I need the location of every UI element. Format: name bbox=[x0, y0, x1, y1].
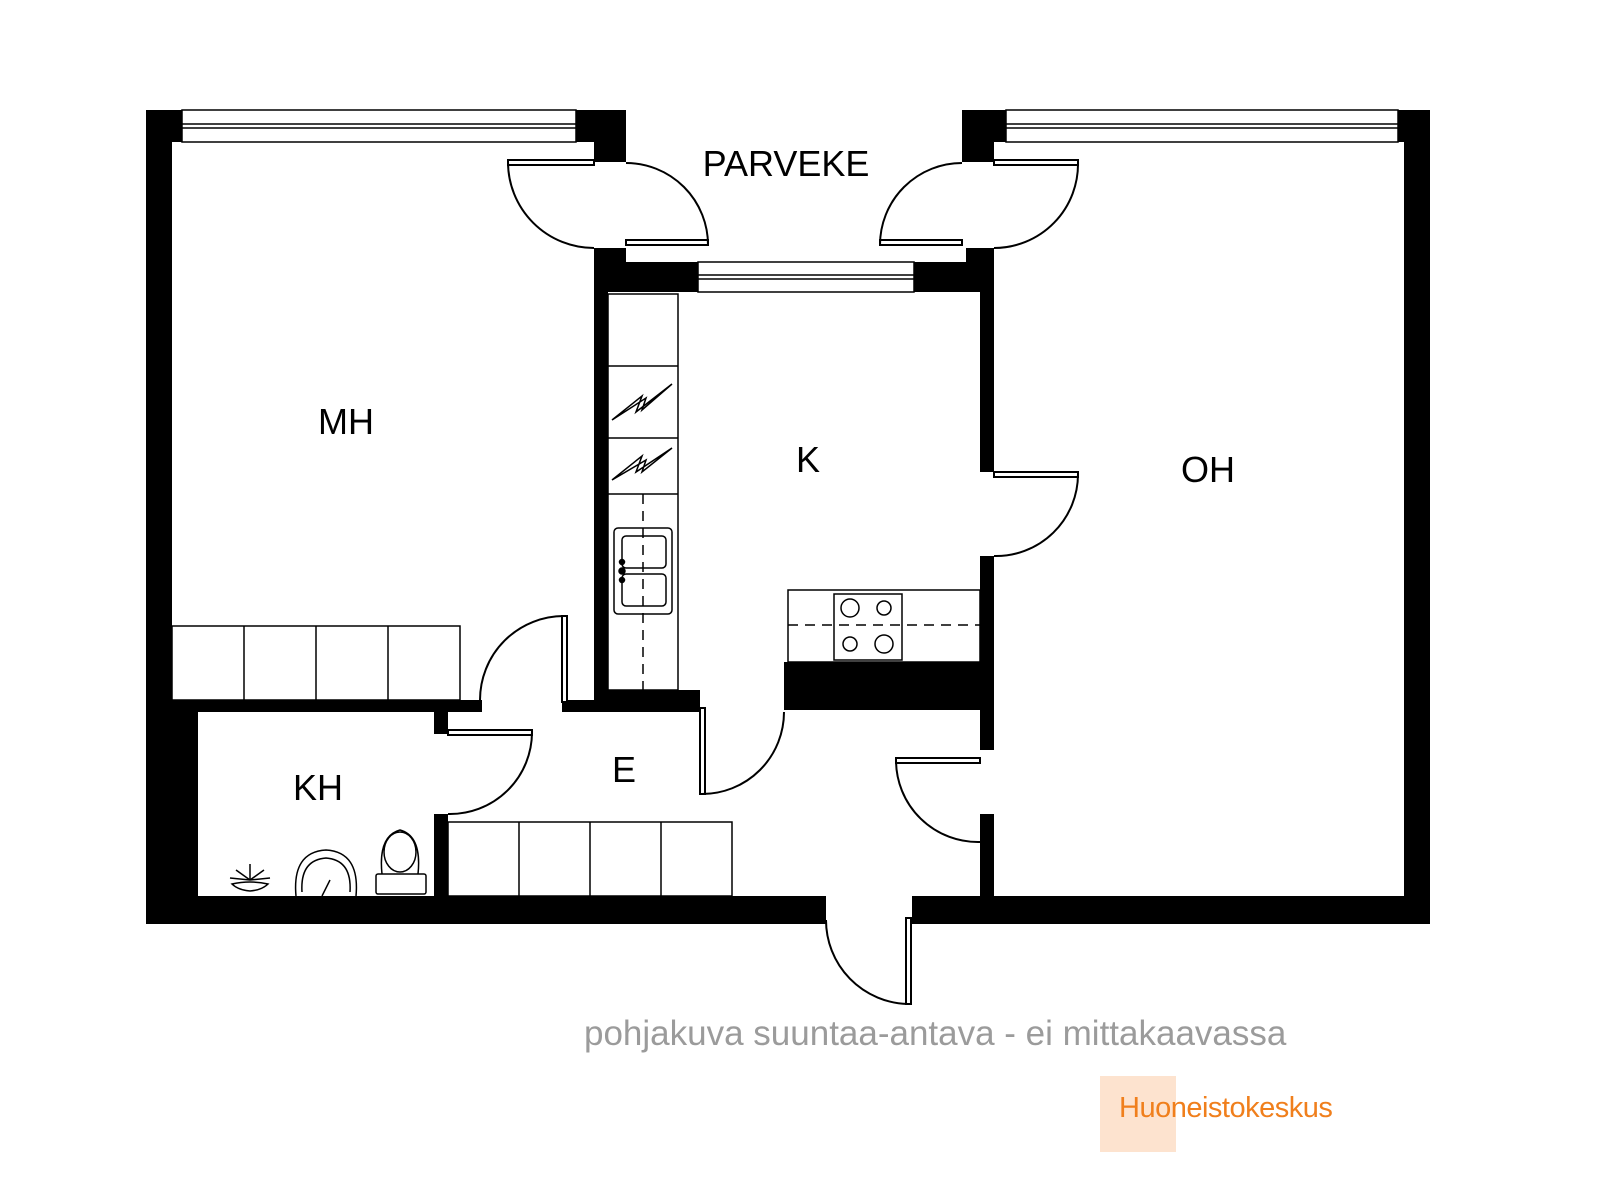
room-label-e: E bbox=[612, 749, 636, 790]
stove-counter bbox=[787, 589, 981, 663]
brand-logo-text: Huoneistokeskus bbox=[1119, 1092, 1333, 1124]
room-label-k: K bbox=[796, 439, 820, 480]
balcony-doors bbox=[507, 159, 1080, 249]
interior-doors bbox=[447, 471, 1079, 1005]
washbasin-icon bbox=[294, 849, 358, 897]
interior-walls bbox=[172, 262, 994, 896]
refrigerator-icon bbox=[611, 383, 673, 481]
room-label-kh: KH bbox=[293, 767, 343, 808]
wardrobes bbox=[171, 625, 733, 897]
sink-icon bbox=[613, 527, 673, 615]
balcony-window bbox=[697, 261, 915, 293]
balcony-walls bbox=[594, 110, 994, 292]
shower-icon bbox=[229, 864, 271, 892]
toilet-icon bbox=[375, 829, 427, 895]
outer-walls bbox=[146, 110, 1430, 924]
stove-icon bbox=[840, 598, 894, 654]
kitchen-counter bbox=[607, 293, 679, 691]
brand-logo-box bbox=[1100, 1076, 1176, 1152]
room-label-parveke: PARVEKE bbox=[703, 143, 870, 184]
room-label-mh: MH bbox=[318, 401, 374, 442]
room-label-oh: OH bbox=[1181, 449, 1235, 490]
windows-top bbox=[181, 109, 1399, 143]
disclaimer-caption: pohjakuva suuntaa-antava - ei mittakaava… bbox=[584, 1014, 1287, 1053]
